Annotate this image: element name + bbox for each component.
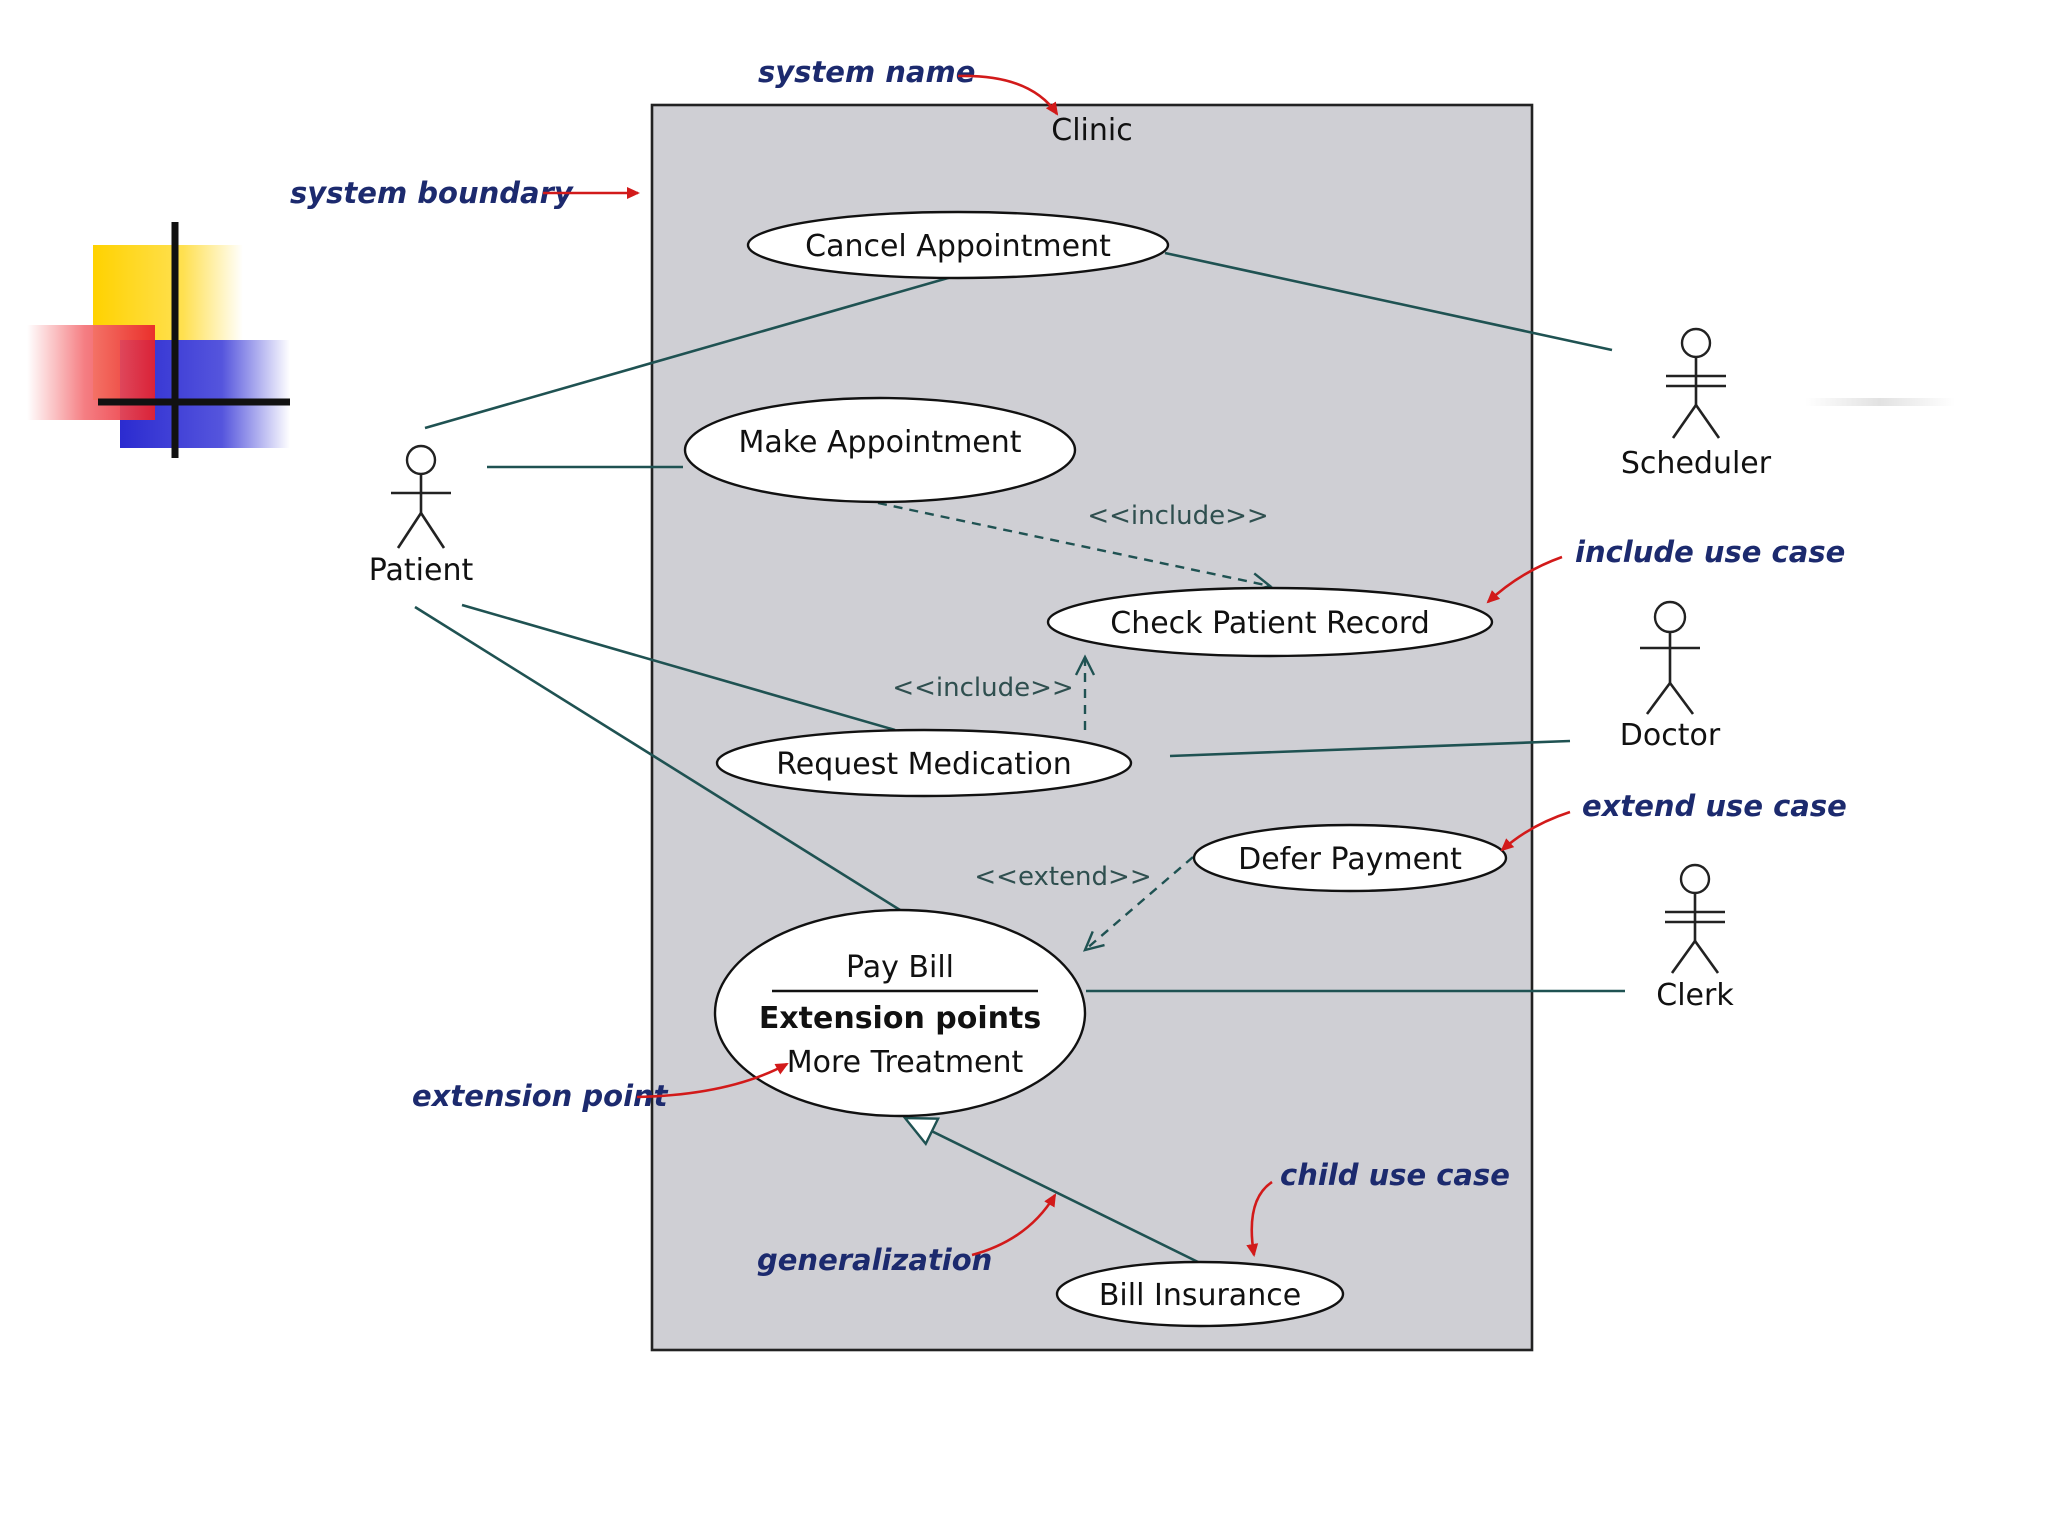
use-case-cancel-appointment[interactable]: Cancel Appointment [746,210,1170,280]
use-case-check-patient-record[interactable]: Check Patient Record [1046,586,1494,658]
extend-defer-to-pay [1082,856,1194,952]
actor-clerk[interactable]: Clerk [1656,863,1734,1013]
actor-doctor[interactable]: Doctor [1620,600,1721,753]
use-case-label: Check Patient Record [1110,606,1429,641]
stereotype-include-2: <<include>> [892,673,1073,703]
use-case-label: Defer Payment [1238,842,1462,877]
annotation-arrow [957,74,1059,116]
assoc-patient-cancel [424,274,956,430]
annotation-include-use-case: include use case [1486,535,1845,604]
annotation-label: include use case [1575,535,1845,569]
stick-figure-icon [391,444,451,549]
use-case-shape [715,728,1133,798]
decorative-rule [1805,398,1955,406]
use-case-label: Request Medication [776,747,1071,782]
stick-figure-icon [1640,600,1700,715]
actor-label: Scheduler [1621,446,1772,481]
annotation-generalization: generalization [757,1193,1057,1277]
extension-point-item: More Treatment [787,1045,1024,1080]
slide-logo [27,222,290,458]
annotation-extension-point: extension point [412,1062,789,1113]
generalization-line [902,1116,1199,1264]
extension-points-title: Extension points [759,1001,1041,1036]
use-case-label: Bill Insurance [1099,1278,1301,1313]
assoc-patient-pay [414,605,901,912]
annotation-label: extend use case [1582,789,1847,823]
annotation-label: system name [758,55,975,89]
actor-patient[interactable]: Patient [369,444,474,588]
annotation-label: generalization [757,1243,992,1277]
annotation-arrow [1500,810,1571,852]
use-case-shape [1192,823,1508,893]
include-make-to-check [877,501,1273,593]
system-boundary [650,103,1534,1352]
logo-red-square [27,325,155,420]
stereotype-extend: <<extend>> [974,862,1151,892]
use-case-pay-bill[interactable]: Pay Bill Extension points More Treatment [713,908,1087,1118]
annotation-arrow [971,1193,1057,1257]
actor-label: Clerk [1656,978,1734,1013]
annotation-extend-use-case: extend use case [1500,789,1847,852]
actor-label: Patient [369,553,474,588]
system-name: Clinic [1051,113,1132,148]
annotation-label: extension point [412,1079,669,1113]
use-case-shape [713,908,1087,1118]
use-case-shape [1046,586,1494,658]
use-case-shape [746,210,1170,280]
dependencies [877,501,1273,952]
actor-scheduler[interactable]: Scheduler [1621,327,1772,481]
annotation-system-boundary: system boundary [290,176,640,210]
assoc-patient-request [461,603,896,732]
use-case-shape [1055,1260,1345,1328]
stick-figure-icon [1666,327,1726,439]
annotation-arrow [636,1062,789,1099]
assoc-request-doctor [1169,739,1571,758]
annotation-arrow [1486,555,1563,604]
use-case-request-medication[interactable]: Request Medication [715,728,1133,798]
use-case-defer-payment[interactable]: Defer Payment [1192,823,1508,893]
use-case-label: Cancel Appointment [805,229,1111,264]
annotation-arrow [1246,1180,1273,1257]
use-case-make-appointment[interactable]: Make Appointment [683,396,1077,504]
annotation-child-use-case: child use case [1246,1158,1510,1257]
stereotype-include-1: <<include>> [1087,501,1268,531]
use-case-bill-insurance[interactable]: Bill Insurance [1055,1260,1345,1328]
associations [414,251,1625,993]
annotation-system-name: system name [758,55,1059,116]
actor-label: Doctor [1620,718,1721,753]
annotation-label: child use case [1280,1158,1510,1192]
annotation-label: system boundary [290,176,574,210]
use-case-label: Make Appointment [738,425,1021,460]
use-case-label: Pay Bill [846,950,954,985]
use-case-shape [683,396,1077,504]
stick-figure-icon [1665,863,1725,974]
assoc-cancel-scheduler [1164,251,1613,352]
